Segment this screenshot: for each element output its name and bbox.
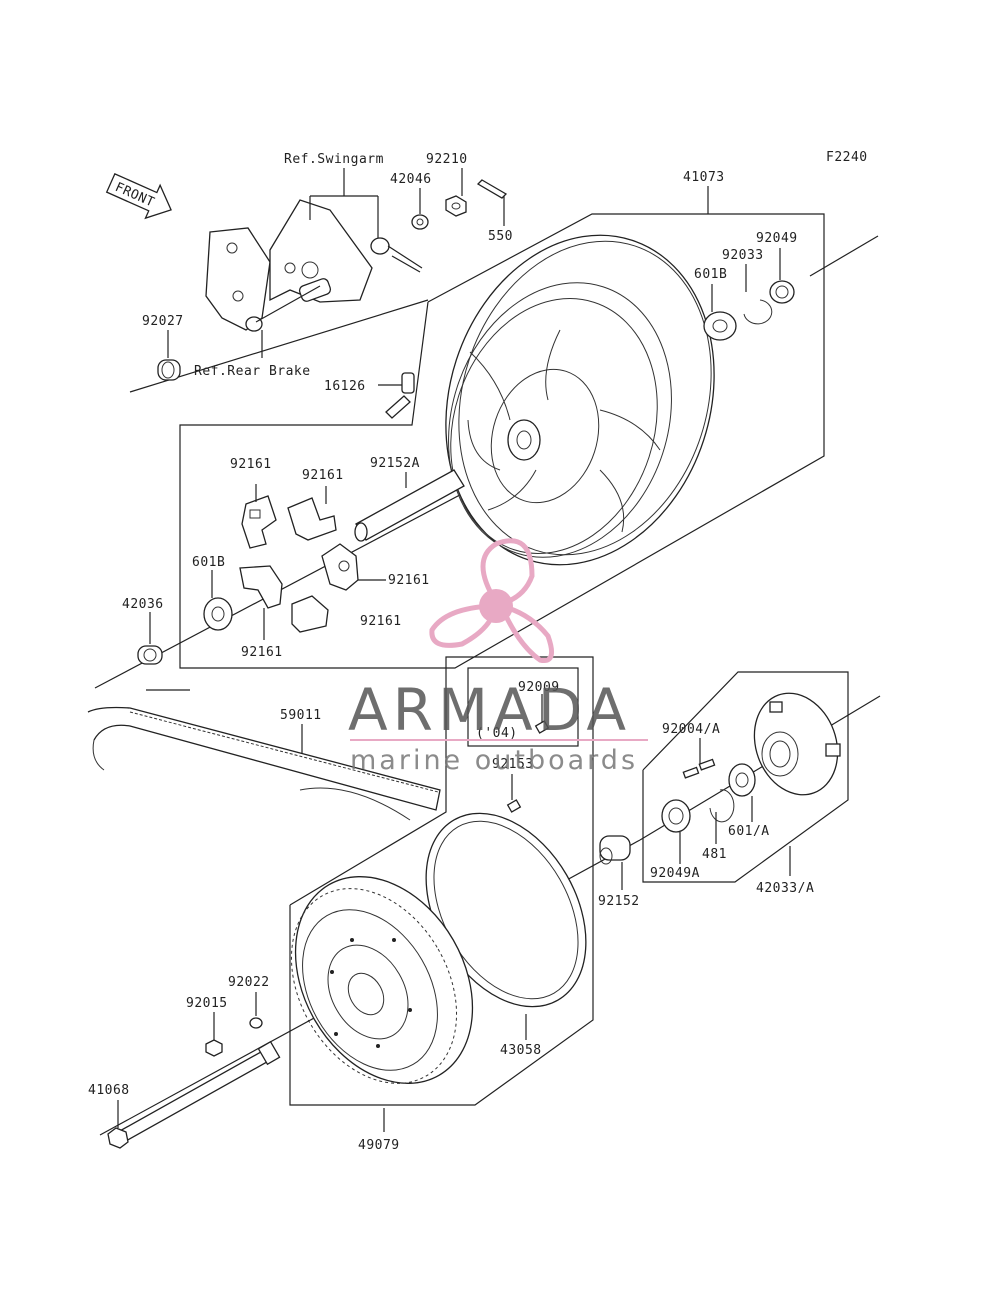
label-42033A: 42033/A (756, 881, 814, 896)
label-42046: 42046 (390, 172, 432, 187)
collar-42036 (137, 645, 163, 665)
label-92161-a: 92161 (230, 457, 272, 472)
label-42036: 42036 (122, 597, 164, 612)
label-43058: 43058 (500, 1043, 542, 1058)
label-04: ('04) (476, 726, 518, 741)
assembly-frame-wheel (179, 213, 825, 669)
damper-92161-1 (241, 495, 277, 549)
cotter-pin-550 (476, 179, 508, 199)
spacer-92152A (354, 469, 465, 542)
label-92152A: 92152A (370, 456, 420, 471)
label-92009: 92009 (518, 680, 560, 695)
air-valve-16126 (385, 372, 415, 419)
label-601A: 601/A (728, 824, 770, 839)
damper-92161-3 (321, 543, 359, 591)
label-92022: 92022 (228, 975, 270, 990)
nut-92022 (249, 1017, 263, 1029)
label-92161-d: 92161 (360, 614, 402, 629)
label-ref-swingarm: Ref.Swingarm (284, 152, 384, 167)
rear-pulley-49079 (290, 876, 474, 1084)
bearing-601B-right (703, 311, 737, 341)
label-49079: 49079 (358, 1138, 400, 1153)
label-41073: 41073 (683, 170, 725, 185)
bolt-92009 (534, 720, 550, 734)
circlip-92033 (743, 299, 773, 325)
front-arrow: FRONT (105, 172, 172, 220)
seal-92049 (769, 280, 795, 304)
watermark-brand: ARMADA (348, 676, 631, 744)
guard-ring-43058 (425, 812, 587, 1008)
propeller-logo-icon (429, 538, 555, 663)
label-16126: 16126 (324, 379, 366, 394)
label-92049A: 92049A (650, 866, 700, 881)
label-92027: 92027 (142, 314, 184, 329)
hub-42033A (753, 692, 841, 796)
assembly-frame-04 (467, 667, 579, 747)
bearing-601A (728, 763, 756, 797)
label-481: 481 (702, 847, 727, 862)
washer-42046 (411, 214, 429, 230)
label-92161-c: 92161 (388, 573, 430, 588)
watermark-tagline: marine outboards (350, 745, 638, 776)
collar-92027 (157, 359, 181, 381)
label-92015: 92015 (186, 996, 228, 1011)
label-ref-rear-brake: Ref.Rear Brake (194, 364, 311, 379)
label-92153: 92153 (492, 757, 534, 772)
circlip-481 (709, 789, 735, 823)
bearing-601B-left (203, 597, 233, 631)
assembly-frame-hub (642, 671, 849, 883)
assembly-frame-pulley (289, 656, 594, 1106)
axle-adjuster-bolt (370, 237, 423, 273)
drive-belt-59011 (87, 706, 441, 821)
damper-92161-4 (239, 565, 283, 609)
damper-92161-5 (291, 595, 329, 633)
label-601B-top: 601B (694, 267, 727, 282)
part-labels: F2240 Ref.Swingarm Ref.Rear Brake 92210 … (88, 150, 868, 1153)
label-550: 550 (488, 229, 513, 244)
label-59011: 59011 (280, 708, 322, 723)
damper-92161-2 (287, 497, 337, 541)
label-601B-left: 601B (192, 555, 225, 570)
swingarm-bracket (205, 199, 373, 332)
ref-swingarm-leader (309, 168, 379, 240)
collar-92152 (599, 835, 631, 865)
axle-41068 (107, 1040, 281, 1149)
label-92004A: 92004/A (662, 722, 720, 737)
rear-wheel-41073 (445, 234, 715, 566)
label-92049: 92049 (756, 231, 798, 246)
leader-lines (117, 168, 791, 1132)
watermark: ARMADA marine outboards (348, 538, 648, 776)
seal-92049A (661, 799, 691, 833)
label-92161-e: 92161 (241, 645, 283, 660)
nut-92210 (445, 195, 467, 217)
label-92161-b: 92161 (302, 468, 344, 483)
bolt-92153 (506, 799, 522, 813)
bolt-92004A (682, 758, 716, 779)
nut-92015 (205, 1039, 223, 1057)
label-41068: 41068 (88, 1083, 130, 1098)
label-92033: 92033 (722, 248, 764, 263)
label-92210: 92210 (426, 152, 468, 167)
figure-code: F2240 (826, 150, 868, 165)
label-92152: 92152 (598, 894, 640, 909)
